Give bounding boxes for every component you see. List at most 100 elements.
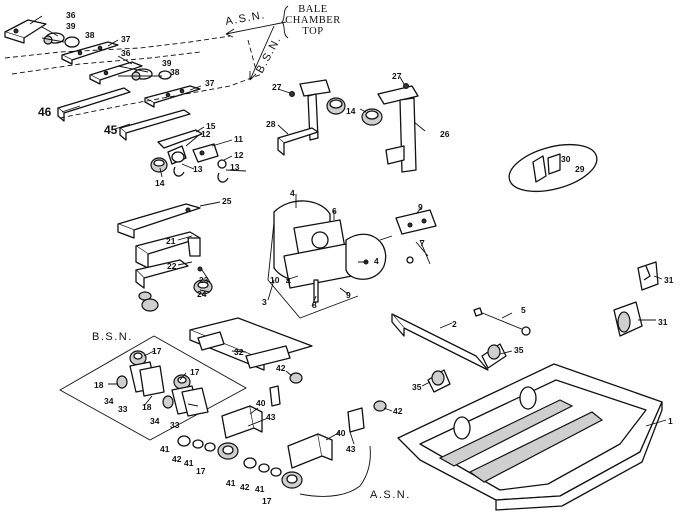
angle-bracket-45 bbox=[119, 109, 191, 141]
callout-38: 38 bbox=[85, 30, 95, 40]
callout-17: 17 bbox=[152, 346, 162, 356]
callout-13: 13 bbox=[230, 162, 240, 172]
callout-36: 36 bbox=[66, 10, 76, 20]
bsn-group-frame bbox=[59, 335, 247, 441]
callout-41: 41 bbox=[226, 478, 236, 488]
callout-23: 23 bbox=[199, 275, 209, 285]
support-bracket-26 bbox=[377, 83, 419, 173]
callout-18: 18 bbox=[142, 402, 152, 412]
bracket-32 bbox=[189, 317, 313, 371]
bracket-assembly-21-25 bbox=[117, 203, 213, 312]
callout-12: 12 bbox=[234, 150, 244, 160]
callout-42: 42 bbox=[240, 482, 250, 492]
callout-15: 15 bbox=[206, 121, 216, 131]
drive-mechanism-3-10 bbox=[267, 200, 437, 319]
callout-24: 24 bbox=[197, 289, 207, 299]
bolt-5 bbox=[473, 307, 531, 336]
callout-46: 46 bbox=[38, 105, 52, 119]
callout-45: 45 bbox=[104, 123, 118, 137]
callout-22: 22 bbox=[167, 261, 177, 271]
callout-27: 27 bbox=[272, 82, 282, 92]
callout-12: 12 bbox=[201, 129, 211, 139]
hinge-bracket-set-upper bbox=[4, 19, 119, 65]
callout-35: 35 bbox=[514, 345, 524, 355]
callout-36: 36 bbox=[121, 48, 131, 58]
support-bracket-28 bbox=[277, 79, 331, 156]
bale-chamber-caption-line3: TOP bbox=[302, 26, 323, 37]
callout-13: 13 bbox=[193, 164, 203, 174]
callout-35: 35 bbox=[412, 382, 422, 392]
asn-bracket-curve bbox=[299, 445, 371, 497]
callout-14: 14 bbox=[346, 106, 356, 116]
callout-4: 4 bbox=[374, 256, 379, 266]
asn-top-arrow bbox=[225, 21, 287, 38]
bsn-group-caption: B.S.N. bbox=[92, 331, 133, 343]
callout-10: 10 bbox=[270, 275, 280, 285]
callout-34: 34 bbox=[150, 416, 160, 426]
callout-5: 5 bbox=[521, 305, 526, 315]
callout-42: 42 bbox=[276, 363, 286, 373]
leader-lines bbox=[29, 15, 667, 445]
callout-39: 39 bbox=[162, 58, 172, 68]
brackets-40-43 bbox=[221, 372, 387, 469]
clip-31-upper bbox=[637, 261, 659, 291]
callout-7: 7 bbox=[420, 238, 425, 248]
callout-27: 27 bbox=[392, 71, 402, 81]
callout-26: 26 bbox=[440, 129, 450, 139]
callout-14: 14 bbox=[155, 178, 165, 188]
callout-39: 39 bbox=[66, 21, 76, 31]
roller-washer-stack-lower bbox=[243, 457, 303, 489]
asn-bottom-caption: A.S.N. bbox=[370, 489, 411, 501]
bracket-set-11-15 bbox=[150, 129, 229, 183]
callout-17: 17 bbox=[262, 496, 272, 506]
callout-18: 18 bbox=[94, 380, 104, 390]
callout-21: 21 bbox=[166, 236, 176, 246]
callout-30: 30 bbox=[561, 154, 571, 164]
callout-3: 3 bbox=[262, 297, 267, 307]
callout-40: 40 bbox=[256, 398, 266, 408]
callout-17: 17 bbox=[190, 367, 200, 377]
callout-9: 9 bbox=[346, 290, 351, 300]
bale-chamber-caption-line2: CHAMBER bbox=[285, 15, 340, 26]
clip-31-lower bbox=[613, 301, 643, 337]
bearing-35 bbox=[427, 343, 507, 393]
roller-14-upper bbox=[326, 97, 383, 126]
callout-28: 28 bbox=[266, 119, 276, 129]
hinge-bracket-set-lower bbox=[89, 61, 201, 108]
callout-2: 2 bbox=[452, 319, 457, 329]
callout-43: 43 bbox=[266, 412, 276, 422]
callout-37: 37 bbox=[121, 34, 131, 44]
callout-41: 41 bbox=[255, 484, 265, 494]
clip-detail-29-30 bbox=[508, 143, 598, 193]
callout-42: 42 bbox=[172, 454, 182, 464]
callout-31: 31 bbox=[658, 317, 668, 327]
asn-top-caption: A.S.N. bbox=[224, 9, 266, 28]
roller-washer-stack-upper bbox=[177, 435, 239, 460]
channel-bar-2 bbox=[391, 313, 489, 371]
bale-chamber-outline bbox=[4, 35, 263, 119]
floor-pan-1 bbox=[397, 363, 663, 511]
bsn-diagonal-caption: B.S.N. bbox=[254, 34, 284, 76]
callout-29: 29 bbox=[575, 164, 585, 174]
callout-31: 31 bbox=[664, 275, 674, 285]
callout-41: 41 bbox=[160, 444, 170, 454]
callout-34: 34 bbox=[104, 396, 114, 406]
callout-25: 25 bbox=[222, 196, 232, 206]
callout-8: 8 bbox=[312, 300, 317, 310]
callout-32: 32 bbox=[234, 347, 244, 357]
callout-43: 43 bbox=[346, 444, 356, 454]
callout-41: 41 bbox=[184, 458, 194, 468]
callout-37: 37 bbox=[205, 78, 215, 88]
callout-42: 42 bbox=[393, 406, 403, 416]
callout-40: 40 bbox=[336, 428, 346, 438]
callout-9: 9 bbox=[418, 202, 423, 212]
callout-38: 38 bbox=[170, 67, 180, 77]
callout-1: 1 bbox=[668, 416, 673, 426]
callout-33: 33 bbox=[118, 404, 128, 414]
bsn-diagonal-arrow bbox=[249, 25, 275, 81]
callout-6: 6 bbox=[332, 206, 337, 216]
callout-4: 4 bbox=[290, 188, 295, 198]
callout-33: 33 bbox=[170, 420, 180, 430]
